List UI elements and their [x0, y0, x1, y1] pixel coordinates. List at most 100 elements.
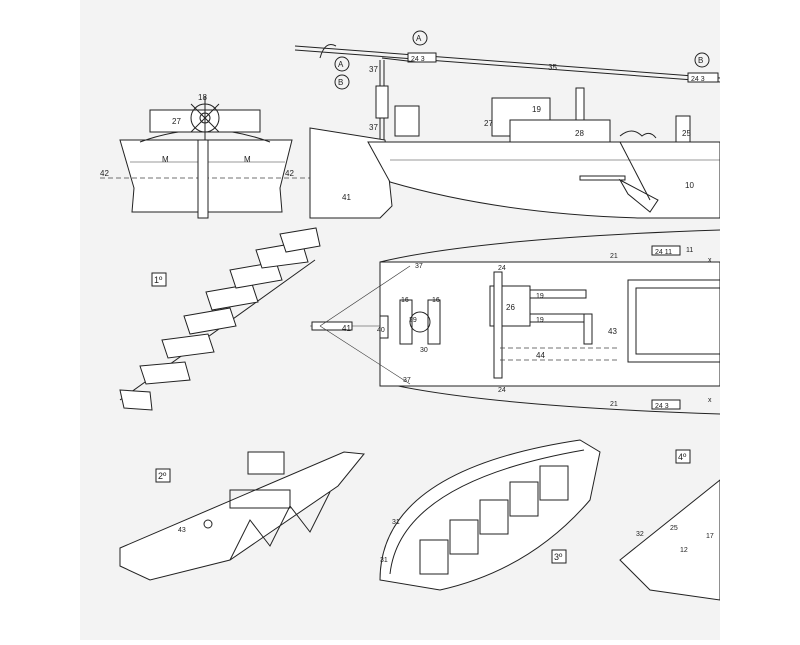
step-3-hull: 3º 31 31: [379, 439, 601, 591]
frame-piece: [183, 307, 237, 335]
fitting-box: [651, 399, 681, 410]
callout-b-top: [694, 52, 710, 68]
step-2-box: [155, 468, 171, 483]
step-3-box: [551, 549, 567, 564]
centerboard: [618, 178, 659, 213]
fitting-box-text: 24 11: [655, 249, 672, 256]
part-label-41: 41: [342, 193, 351, 202]
mark-x: x: [708, 397, 712, 404]
rudder-blade: [309, 127, 393, 219]
cabin-roof: [509, 119, 611, 143]
side-hull: [367, 141, 721, 219]
part-label-44: 44: [536, 351, 545, 360]
part-label-25: 25: [670, 525, 678, 532]
block-label-b-text: 24 3: [691, 76, 705, 83]
brace-line: [619, 141, 651, 201]
part-label-18: 18: [198, 93, 207, 102]
block-label-b: [687, 72, 719, 83]
hull-sheer: [389, 449, 585, 575]
helm-bracket-left: [399, 299, 413, 345]
halyard-block: [375, 85, 389, 119]
part-label-37: 37: [369, 123, 378, 132]
plan-top-edge: [379, 229, 721, 263]
bulkhead: [539, 465, 569, 501]
part-label-19: 19: [536, 293, 544, 300]
part-label-31: 31: [392, 519, 400, 526]
part-label-31: 31: [380, 557, 388, 564]
step-2-hull: 2º 43: [119, 451, 365, 581]
helm-bracket-right: [427, 299, 441, 345]
part-label-21: 21: [610, 401, 618, 408]
step-4-deck: [619, 478, 721, 601]
part-label-37: 37: [415, 263, 423, 270]
step-4-box: [675, 449, 691, 464]
part-label-37: 37: [403, 377, 411, 384]
part-label-43: 43: [608, 327, 617, 336]
callout-b-left-text: B: [338, 78, 343, 87]
winch-frame: [394, 105, 420, 137]
part-label-17: 17: [706, 533, 714, 540]
front-stem-post: [197, 139, 209, 219]
bulkhead: [479, 499, 509, 535]
part-label-43: 43: [178, 527, 186, 534]
part-label-12: 12: [680, 547, 688, 554]
part-label-10: 10: [685, 181, 694, 190]
plan-drawing: 18 27 42 42 M M 35 24 3 24 3 A B A B 37 …: [100, 30, 721, 601]
mark-x: x: [708, 257, 712, 264]
bulkhead: [449, 519, 479, 555]
part-label-11: 11: [686, 247, 693, 254]
callout-b-left: [334, 74, 350, 90]
plan-bottom-edge: [379, 381, 721, 415]
boom-spar-edge: [294, 49, 721, 83]
part-label-32: 32: [636, 531, 644, 538]
block-label-a-text: 24 3: [411, 56, 425, 63]
part-label-29: 29: [409, 317, 417, 324]
plan-view: 41 40 37 37 16 16 29 30 26 19 19 24 24 4…: [310, 229, 721, 415]
rail-top: [529, 289, 587, 299]
part-label-27: 27: [172, 117, 181, 126]
part-label-35: 35: [548, 63, 557, 72]
step-1-box: [151, 272, 167, 287]
part-label-26: 26: [506, 303, 515, 312]
part-label-28: 28: [575, 129, 584, 138]
tiller: [311, 321, 353, 331]
anchor-chain: [619, 130, 657, 139]
frame-piece: [139, 361, 191, 385]
hull-ribs: [229, 491, 331, 561]
part-label-41: 41: [342, 324, 351, 333]
callout-a-left-text: A: [338, 60, 344, 69]
part-label-24: 24: [498, 387, 506, 394]
frame-piece: [161, 333, 215, 359]
cross-beam: [493, 271, 503, 379]
bulkhead: [419, 539, 449, 575]
side-view: 35 24 3 24 3 A B A B 37 37 41 19 28 27: [294, 30, 721, 219]
step-1-label: 1º: [154, 275, 163, 285]
part-label-37: 37: [369, 65, 378, 74]
frame-piece: [279, 227, 321, 253]
part-label-30: 30: [420, 347, 428, 354]
part-label-19: 19: [536, 317, 544, 324]
step-4-label: 4º: [678, 452, 687, 462]
step-1-frame: 1º: [119, 227, 321, 411]
callout-a-left: [334, 56, 350, 72]
part-label-27: 27: [484, 119, 493, 128]
part-label-40: 40: [377, 327, 385, 334]
part-label-19: 19: [532, 105, 541, 114]
hatch-frame: [247, 451, 285, 475]
keel-strip: [579, 175, 626, 181]
part-label-21: 21: [610, 253, 618, 260]
front-view: 18 27 42 42 M M: [100, 93, 315, 219]
helm-wheel-plan: [409, 311, 431, 333]
fitting-box-text: 24 3: [655, 403, 669, 410]
rudder-head: [379, 315, 389, 339]
step-3-label: 3º: [554, 552, 563, 562]
part-label-42: 42: [100, 169, 109, 178]
step-2-label: 2º: [158, 471, 167, 481]
frame-piece: [119, 389, 153, 411]
sheet-rig-top: [319, 265, 411, 327]
part-label-42: 42: [285, 169, 294, 178]
fitting-box: [651, 245, 681, 256]
callout-b-top-text: B: [698, 56, 703, 65]
callout-a-top-text: A: [416, 34, 422, 43]
part-label-16: 16: [432, 297, 440, 304]
